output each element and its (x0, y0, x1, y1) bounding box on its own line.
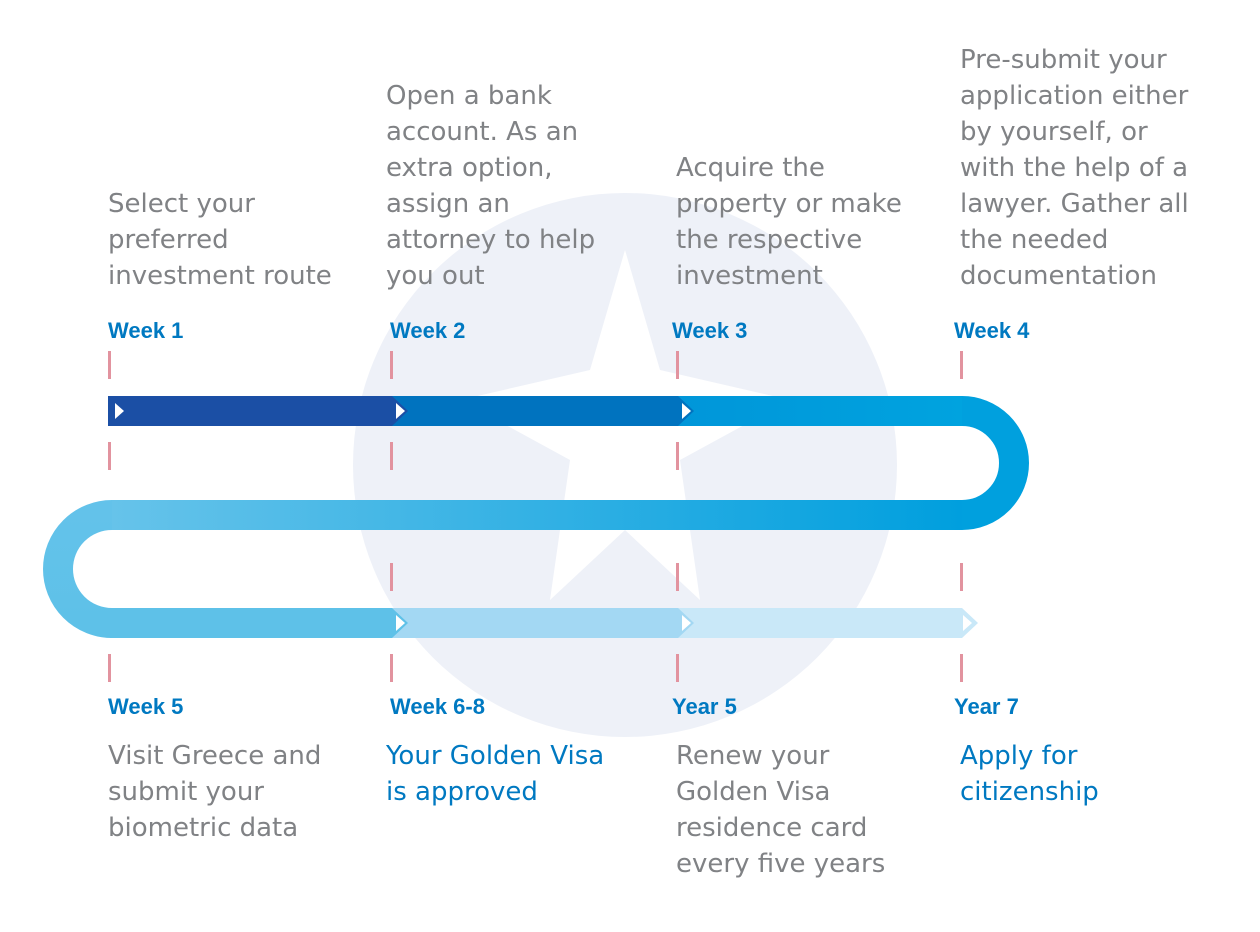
segment-curve-left (43, 500, 113, 638)
segment-week-6-8 (392, 608, 678, 638)
step-4-label: Week 4 (954, 318, 1030, 343)
step-7-description: Renew your Golden Visa residence card ev… (676, 741, 886, 879)
segment-year-5 (678, 608, 962, 638)
chevron-icon (682, 403, 691, 419)
segment-curve-right (961, 396, 1029, 530)
tick-mark (960, 351, 963, 379)
step-5-description: Visit Greece and submit your biometric d… (108, 741, 322, 843)
step-8-description: Apply for citizenship (960, 741, 1099, 807)
step-1-label: Week 1 (108, 318, 184, 343)
step-7-label: Year 5 (672, 694, 737, 719)
step-6-description: Your Golden Visa is approved (386, 741, 605, 807)
step-1-description: Select your preferred investment route (108, 189, 332, 291)
tick-mark (108, 351, 111, 379)
chevron-icon (396, 615, 405, 631)
step-4-description: Pre-submit your application either by yo… (960, 45, 1189, 291)
tick-mark (676, 351, 679, 379)
step-8-label: Year 7 (954, 694, 1019, 719)
segment-middle (112, 500, 962, 530)
tick-mark (108, 442, 111, 470)
tick-mark (960, 654, 963, 682)
chevron-icon (396, 403, 405, 419)
chevron-icon (115, 403, 124, 419)
chevron-icon (963, 615, 972, 631)
chevron-icon (682, 615, 691, 631)
tick-mark (108, 654, 111, 682)
tick-mark (960, 563, 963, 591)
segment-week-3 (678, 396, 962, 426)
tick-mark (676, 563, 679, 591)
tick-mark (390, 351, 393, 379)
segment-week-2 (392, 396, 678, 426)
tick-mark (390, 442, 393, 470)
segment-week-1 (108, 396, 392, 426)
tick-mark (676, 442, 679, 470)
step-2-description: Open a bank account. As an extra option,… (386, 81, 596, 291)
step-3-label: Week 3 (672, 318, 748, 343)
tick-mark (390, 563, 393, 591)
tick-mark (676, 654, 679, 682)
step-3-description: Acquire the property or make the respect… (676, 153, 902, 291)
step-5-label: Week 5 (108, 694, 184, 719)
segment-week-5 (110, 608, 392, 638)
tick-mark (390, 654, 393, 682)
step-6-label: Week 6-8 (390, 694, 485, 719)
step-2-label: Week 2 (390, 318, 466, 343)
